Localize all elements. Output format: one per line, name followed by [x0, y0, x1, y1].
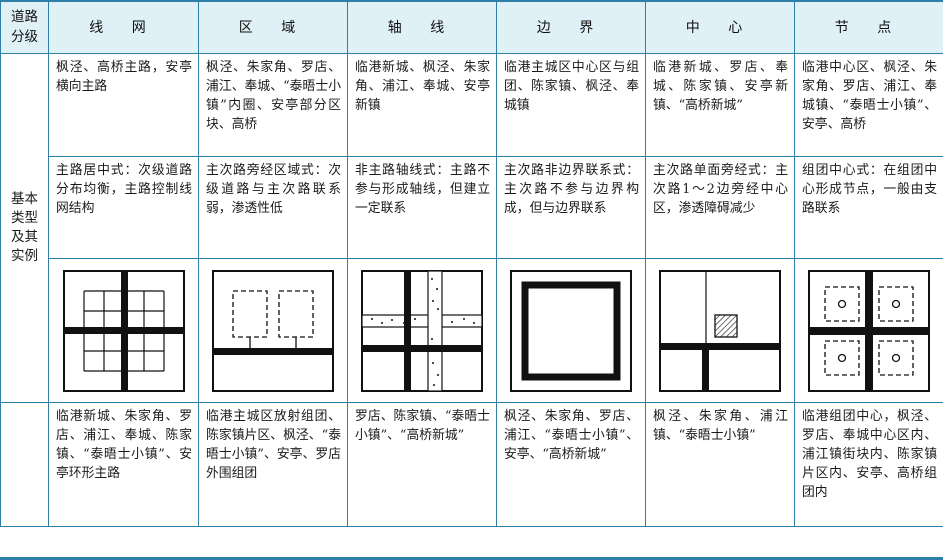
table-cell: 枫泾、朱家角、罗店、浦江、“泰晤士小镇”、安亭、“高桥新城” — [496, 402, 646, 527]
column-header: 线 网 — [48, 0, 199, 54]
diagram-cell — [347, 258, 497, 403]
table-cell: 临港组团中心，枫泾、罗店、奉城中心区内、浦江镇街块内、陈家镇片区内、安亭、高桥组… — [794, 402, 943, 527]
diagram-cell — [48, 258, 199, 403]
bottom-rule — [0, 557, 943, 560]
table-cell: 临港新城、朱家角、罗店、浦江、奉城、陈家镇、“泰晤士小镇”、安亭环形主路 — [48, 402, 199, 527]
column-header: 区 域 — [198, 0, 348, 54]
header-row: 道路分级 线 网 区 域 轴 线 边 界 中 心 节 点 — [0, 0, 943, 54]
axis-diagram-icon — [361, 269, 483, 392]
side-spacer — [0, 402, 49, 527]
column-header: 边 界 — [496, 0, 646, 54]
table-cell: 主次路非边界联系式：主次路不参与边界构成，但与边界联系 — [496, 156, 646, 259]
table-cell: 临港新城、罗店、奉城、陈家镇、安亭新镇、“高桥新城” — [645, 53, 795, 157]
table-cell: 临港主城区放射组团、陈家镇片区、枫泾、“泰晤士小镇”、安亭、罗店外围组团 — [198, 402, 348, 527]
table-cell: 临港中心区、枫泾、朱家角、罗店、浦江、奉城镇、“泰晤士小镇”、安亭、高桥 — [794, 53, 943, 157]
table-cell: 非主路轴线式：主路不参与形成轴线，但建立一定联系 — [347, 156, 497, 259]
road-classification-table: 道路分级 线 网 区 域 轴 线 边 界 中 心 节 点 基本类型及其实例 枫泾… — [0, 0, 943, 527]
table-cell: 枫泾、高桥主路，安亭横向主路 — [48, 53, 199, 157]
diagram-cell — [645, 258, 795, 403]
corner-header: 道路分级 — [0, 0, 49, 54]
diagram-cell — [198, 258, 348, 403]
diagram-cell — [794, 258, 943, 403]
center-diagram-icon — [659, 269, 781, 392]
diagram-cell — [496, 258, 646, 403]
column-header: 中 心 — [645, 0, 795, 54]
table-cell: 临港主城区中心区与组团、陈家镇、枫泾、奉城镇 — [496, 53, 646, 157]
table-cell: 临港新城、枫泾、朱家角、浦江、奉城、安亭新镇 — [347, 53, 497, 157]
table-cell: 主路居中式：次级道路分布均衡，主路控制线网结构 — [48, 156, 199, 259]
top-rule — [0, 0, 943, 2]
table-cell: 主次路旁经区域式：次级道路与主次路联系弱，渗透性低 — [198, 156, 348, 259]
table-row: 基本类型及其实例 枫泾、高桥主路，安亭横向主路 枫泾、朱家角、罗店、浦江、奉城、… — [0, 53, 943, 403]
district-diagram-icon — [212, 269, 334, 392]
boundary-diagram-icon — [510, 269, 632, 392]
table-row: 临港新城、朱家角、罗店、浦江、奉城、陈家镇、“泰晤士小镇”、安亭环形主路 临港主… — [0, 402, 943, 527]
table-row: 主路居中式：次级道路分布均衡，主路控制线网结构 主次路旁经区域式：次级道路与主次… — [1, 156, 943, 259]
table-cell: 罗店、陈家镇、“泰晤士小镇”、“高桥新城” — [347, 402, 497, 527]
table-cell: 枫泾、朱家角、罗店、浦江、奉城、“泰晤士小镇”内圈、安亭部分区块、高桥 — [198, 53, 348, 157]
column-header: 节 点 — [794, 0, 943, 54]
table-cell: 主次路单面旁经式：主次路1～2边旁经中心区，渗透障碍减少 — [645, 156, 795, 259]
table-cell: 组团中心式：在组团中心形成节点，一般由支路联系 — [794, 156, 943, 259]
diagram-row — [1, 258, 943, 403]
side-label: 基本类型及其实例 — [0, 53, 49, 403]
table-cell: 枫泾、朱家角、浦江镇、“泰晤士小镇” — [645, 402, 795, 527]
column-header: 轴 线 — [347, 0, 497, 54]
node-diagram-icon — [808, 269, 930, 392]
grid-network-diagram-icon — [62, 269, 185, 392]
